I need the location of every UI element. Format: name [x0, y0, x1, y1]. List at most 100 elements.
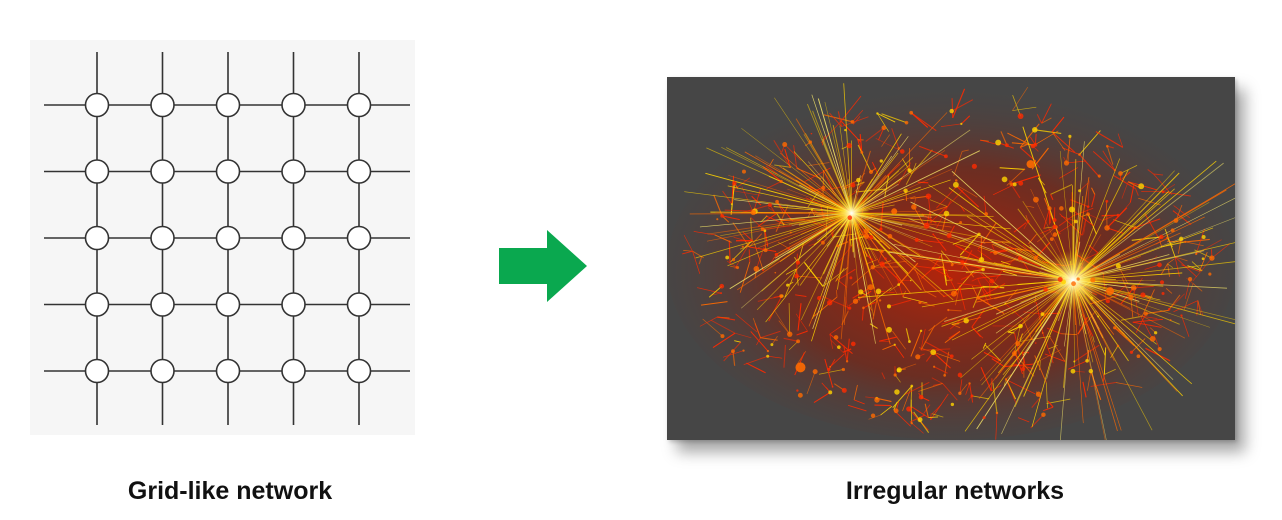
network-edge: [889, 284, 899, 292]
network-edge: [1028, 233, 1037, 245]
network-edge: [881, 372, 886, 380]
network-edge: [1135, 188, 1139, 196]
network-node: [1033, 159, 1036, 163]
network-edge: [1175, 204, 1183, 221]
network-hub-edge: [741, 128, 852, 214]
network-edge: [1031, 397, 1041, 408]
network-node: [1149, 336, 1156, 342]
network-edge: [933, 266, 945, 269]
network-edge: [1198, 252, 1208, 272]
network-edge: [1087, 371, 1092, 391]
network-node: [1118, 171, 1123, 176]
network-hub-edge: [774, 97, 852, 214]
network-edge: [971, 326, 981, 338]
network-node: [867, 284, 874, 291]
network-hub-edge: [851, 168, 953, 214]
network-node: [911, 204, 917, 210]
network-hub-edge: [765, 212, 852, 323]
network-node: [787, 331, 793, 337]
network-edge: [780, 219, 805, 222]
network-edge: [902, 385, 913, 412]
network-node: [1116, 344, 1120, 348]
network-edge: [857, 235, 859, 249]
network-edge: [1121, 171, 1131, 180]
network-node: [821, 240, 825, 245]
network-node: [1115, 263, 1121, 269]
network-edge: [722, 190, 733, 205]
grid-node: [215, 358, 241, 384]
network-node: [850, 341, 856, 347]
network-node: [753, 266, 760, 272]
network-node: [1209, 255, 1215, 261]
network-node: [1041, 412, 1046, 417]
network-node: [1040, 312, 1045, 316]
network-node: [741, 169, 746, 174]
network-node: [1086, 212, 1090, 216]
network-node: [1133, 226, 1137, 229]
network-node: [932, 365, 936, 368]
network-node: [886, 326, 893, 333]
network-node: [836, 244, 840, 248]
network-edge: [778, 320, 791, 335]
network-node: [1063, 160, 1070, 166]
network-edge: [760, 337, 778, 341]
network-node: [876, 112, 879, 115]
network-node: [879, 261, 885, 267]
network-node: [891, 208, 898, 215]
network-hub-edge: [736, 212, 852, 291]
network-edge: [762, 166, 782, 182]
network-edge: [847, 404, 867, 412]
network-node: [856, 281, 858, 283]
network-edge: [728, 240, 731, 264]
network-edge: [930, 393, 949, 421]
network-node: [875, 288, 882, 295]
network-hub-edge: [812, 213, 852, 329]
network-node: [1090, 296, 1094, 300]
network-edge: [1012, 106, 1037, 111]
network-node: [750, 209, 757, 216]
network-edge: [712, 332, 736, 349]
network-edge: [954, 244, 982, 261]
network-edge: [838, 244, 853, 263]
network-edge: [732, 190, 761, 196]
network-node: [930, 349, 937, 356]
network-edge: [910, 195, 929, 199]
network-edge: [818, 369, 844, 375]
network-edge: [766, 181, 782, 189]
network-node: [904, 120, 909, 125]
network-edge: [1058, 215, 1074, 227]
network-edge: [992, 382, 998, 414]
network-edge: [1195, 228, 1205, 255]
network-node: [847, 215, 853, 221]
network-edge: [796, 330, 808, 336]
network-edge: [911, 149, 933, 174]
network-edge: [1130, 297, 1134, 318]
network-edge: [757, 212, 778, 227]
network-edge: [682, 250, 693, 255]
network-edge: [1046, 398, 1071, 404]
network-edge: [734, 340, 741, 343]
network-node: [908, 340, 911, 343]
network-edge: [1138, 197, 1161, 206]
network-node: [978, 257, 985, 263]
network-edge: [1017, 417, 1030, 423]
network-node: [1015, 340, 1021, 347]
network-node: [870, 258, 873, 261]
network-edge: [1147, 169, 1154, 175]
network-edge: [1051, 131, 1076, 153]
network-edge: [983, 351, 1001, 362]
network-node: [1041, 332, 1044, 334]
network-edge: [909, 414, 926, 423]
network-node: [1076, 277, 1080, 281]
network-edge: [1103, 347, 1107, 375]
network-node: [1057, 277, 1063, 283]
network-node: [1104, 225, 1110, 231]
network-node: [1030, 337, 1033, 341]
network-edge: [969, 383, 974, 403]
network-node: [1023, 168, 1026, 171]
network-edge: [1197, 300, 1202, 315]
network-edge: [734, 332, 752, 339]
network-edge: [902, 296, 928, 304]
network-edge: [784, 148, 791, 168]
network-edge: [897, 162, 911, 186]
